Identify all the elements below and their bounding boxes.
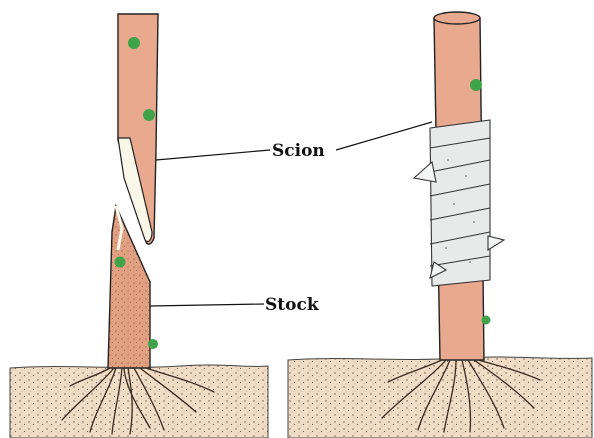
stock-leader-line <box>150 304 264 306</box>
right-soil <box>288 357 592 438</box>
stock-label: Stock <box>265 295 320 315</box>
green-bud-icon <box>128 37 140 49</box>
green-bud-icon <box>470 79 482 91</box>
grafting-tape <box>414 120 504 286</box>
green-bud-icon <box>148 339 158 349</box>
left-scion <box>118 14 158 244</box>
green-bud-icon <box>115 257 126 268</box>
scion-label: Scion <box>272 141 325 161</box>
green-bud-icon <box>482 316 491 325</box>
green-bud-icon <box>143 109 155 121</box>
